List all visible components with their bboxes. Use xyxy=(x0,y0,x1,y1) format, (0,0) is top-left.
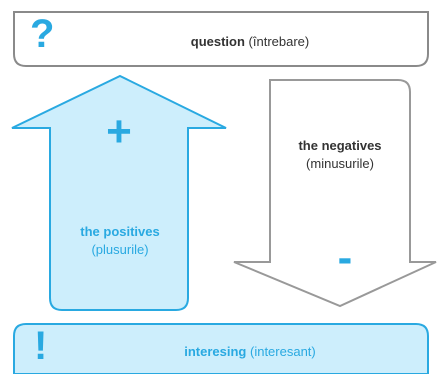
positives-title: the positives xyxy=(80,224,160,239)
exclamation-mark-icon: ! xyxy=(34,324,48,368)
question-label: question (întrebare) xyxy=(110,34,390,49)
question-mark-icon: ? xyxy=(30,12,55,56)
interesting-word: interesing xyxy=(184,344,247,359)
interesting-banner xyxy=(13,323,429,374)
question-banner xyxy=(13,11,429,67)
negatives-down-arrow xyxy=(233,79,437,308)
interesting-label: interesing (interesant) xyxy=(110,344,390,359)
negatives-translation: (minusurile) xyxy=(306,156,374,171)
plus-icon: + xyxy=(106,107,132,156)
negatives-title: the negatives xyxy=(298,138,382,153)
question-translation: (întrebare) xyxy=(248,34,310,49)
positives-translation: (plusurile) xyxy=(91,242,149,257)
positives-up-arrow xyxy=(11,74,227,311)
question-word: question xyxy=(190,34,245,49)
minus-icon: - xyxy=(337,233,353,282)
interesting-translation: (interesant) xyxy=(250,344,316,359)
